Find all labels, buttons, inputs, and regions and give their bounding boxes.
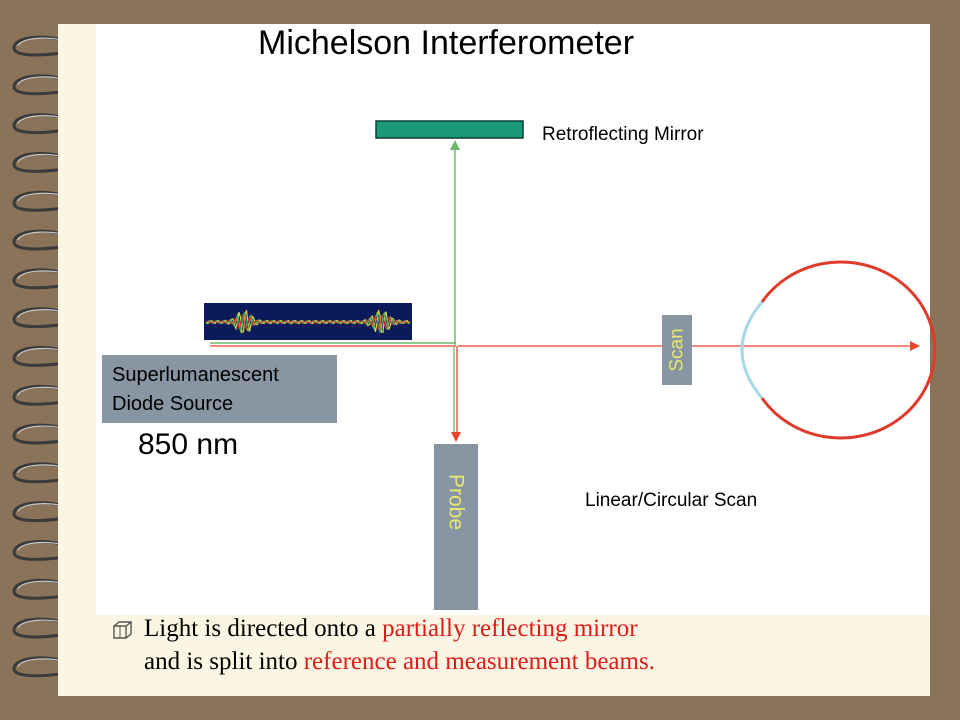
scan-type-label: Linear/Circular Scan <box>585 490 758 511</box>
eye-globe <box>760 260 937 440</box>
scan-box <box>662 315 692 385</box>
probe-label: Probe <box>445 474 468 530</box>
source-label-line1: Superlumanescent <box>112 364 279 386</box>
cornea <box>740 301 764 399</box>
measurement-beam-arrow <box>910 341 920 351</box>
bullet-point: Light is directed onto a partially refle… <box>112 612 655 678</box>
scan-label: Scan <box>667 328 688 371</box>
reference-beam-arrow <box>450 140 460 150</box>
bullet-line1-text: Light is directed onto a <box>144 615 383 642</box>
mirror-label: Retroflecting Mirror <box>542 124 704 145</box>
bullet-line2-text: and is split into <box>144 648 304 675</box>
retroflecting-mirror <box>375 120 524 139</box>
probe-beam-arrow <box>451 432 461 442</box>
page-title: Michelson Interferometer <box>258 24 635 62</box>
source-box <box>102 355 337 423</box>
source-label-line2: Diode Source <box>112 393 234 415</box>
bullet-line2-highlight: reference and measurement beams. <box>303 648 655 675</box>
bullet-line1-highlight: partially reflecting mirror <box>382 615 638 642</box>
bullet-cube-icon <box>113 621 132 639</box>
probe-box <box>434 444 478 610</box>
waveform-trace-red <box>205 314 411 332</box>
wavelength-label: 850 nm <box>138 428 239 461</box>
